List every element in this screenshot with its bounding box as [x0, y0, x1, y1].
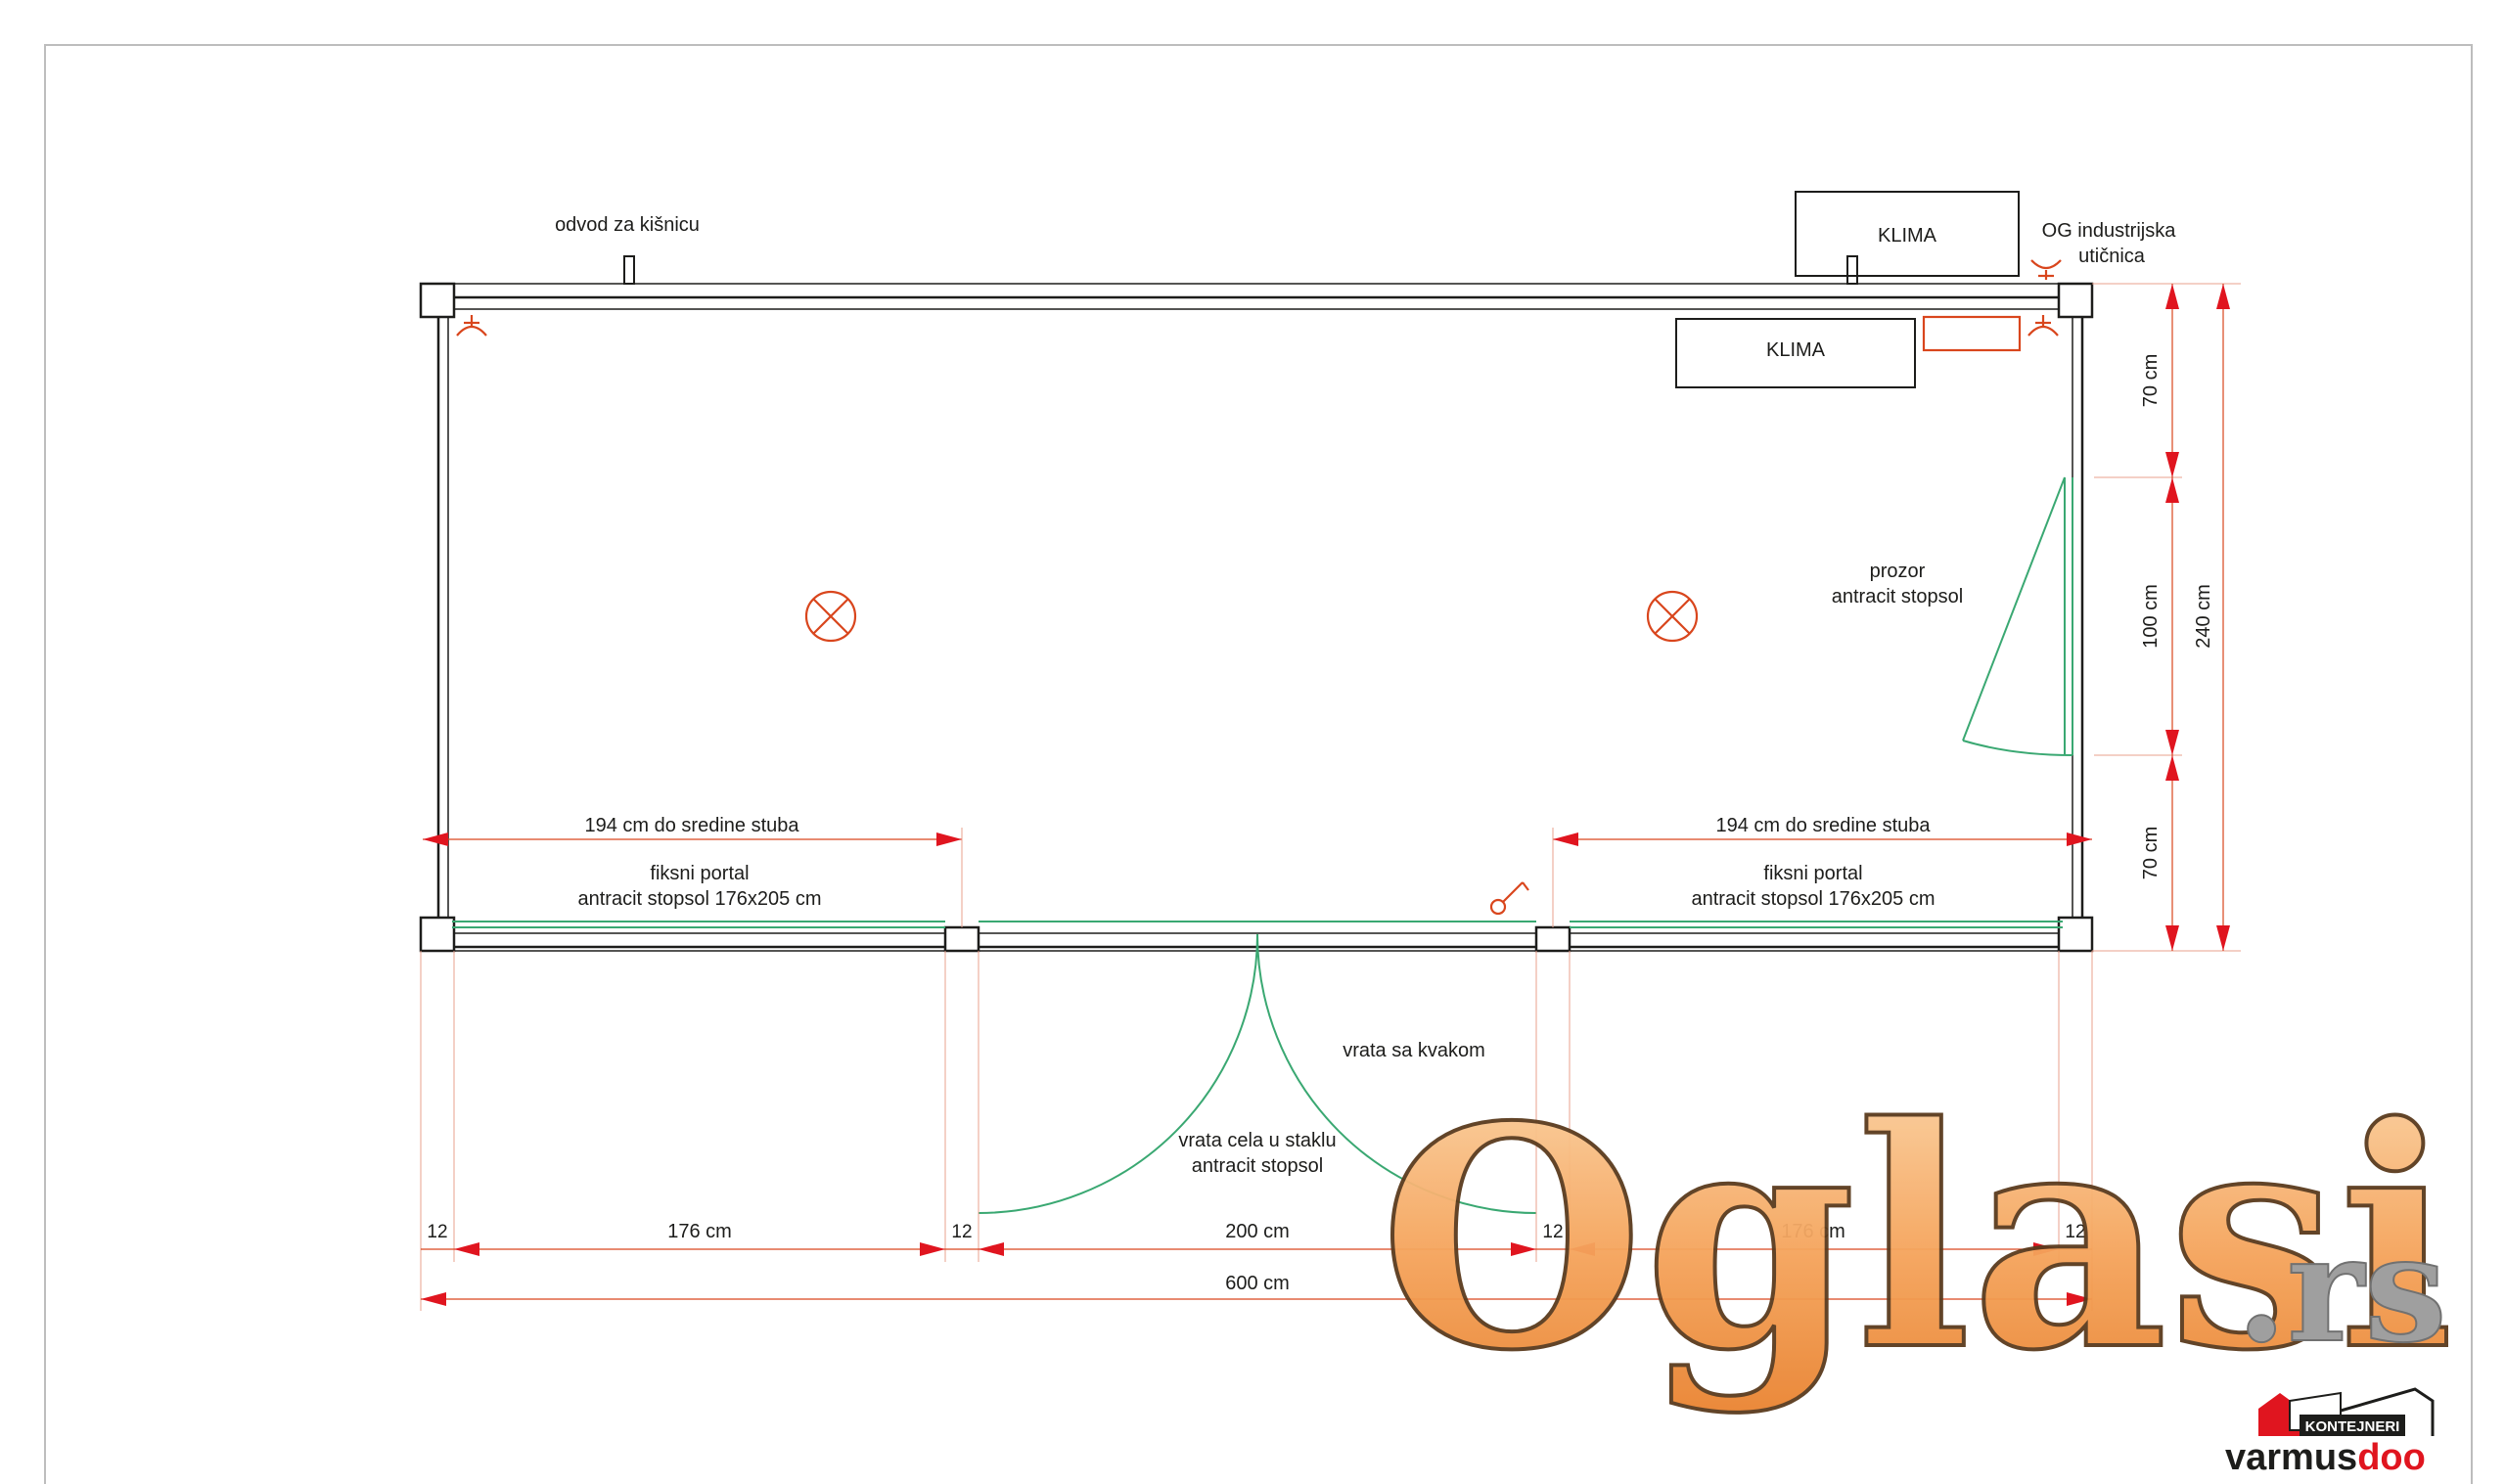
electrical-panel [1922, 315, 2022, 352]
bottom-total-dimension [421, 1292, 2092, 1306]
page-frame [44, 44, 2473, 1484]
right-pillar-dimension [1552, 828, 2092, 927]
bottom-dim-seg-1: 12 [427, 1222, 447, 1242]
left-portal-label-line2: antracit stopsol 176x205 cm [577, 888, 821, 910]
right-dim-top: 70 cm [2140, 354, 2162, 407]
door-glass-label-line2: antracit stopsol [1192, 1155, 1324, 1177]
watermark-suffix: .rs [2236, 1203, 2447, 1375]
bottom-dim-seg-2: 176 cm [667, 1221, 732, 1242]
left-pillar-dim-label: 194 cm do sredine stuba [584, 815, 799, 836]
industrial-socket-icon [2030, 259, 2062, 280]
door-handle-label: vrata sa kvakom [1343, 1040, 1485, 1061]
bottom-dim-seg-3: 12 [951, 1222, 972, 1242]
pillar-right [1534, 925, 1571, 953]
bottom-dim-seg-5: 12 [1542, 1222, 1563, 1242]
right-dimension-lines [2092, 283, 2241, 952]
ac-indoor-label: KLIMA [1766, 339, 1826, 361]
socket-icon [2027, 315, 2059, 337]
logo-badge: KONTEJNERI [2305, 1418, 2400, 1435]
corner-post-bl [419, 916, 456, 953]
ac-outdoor-label: KLIMA [1878, 225, 1937, 247]
bottom-dim-seg-7: 12 [2065, 1222, 2085, 1242]
pillar-left [943, 925, 980, 953]
front-glazing [452, 921, 2063, 1214]
window-label-line1: prozor [1870, 561, 1926, 582]
watermark-logo: Oglasi .rs [1378, 1059, 2456, 1419]
ac-connector-stub [1846, 255, 1858, 285]
company-logo: KONTEJNERI varmusdoo [2225, 1387, 2435, 1478]
right-dim-middle: 100 cm [2140, 584, 2162, 649]
socket-label-line1: OG industrijska [2042, 220, 2177, 242]
bottom-dim-seg-6: 176 cm [1781, 1221, 1845, 1242]
window-right-wall [1962, 476, 2073, 756]
bottom-segment-dimension [421, 1242, 2092, 1256]
left-pillar-dimension [423, 828, 963, 927]
light-switch-icon [1489, 881, 1529, 916]
watermark-text: Oglasi [1380, 1061, 2454, 1417]
container-walls [419, 255, 2094, 953]
corner-post-tl [419, 282, 456, 319]
ac-indoor-unit [1675, 318, 1916, 388]
corner-post-tr [2057, 282, 2094, 319]
ac-outdoor-unit [1795, 191, 2020, 277]
window-label-line2: antracit stopsol [1832, 586, 1964, 607]
bottom-dim-total: 600 cm [1225, 1273, 1290, 1294]
ceiling-light-icon [1646, 590, 1699, 643]
socket-label-line2: utičnica [2078, 246, 2146, 267]
right-portal-label-line1: fiksni portal [1763, 863, 1862, 884]
ceiling-light-icon [804, 590, 857, 643]
door-glass-label-line1: vrata cela u staklu [1178, 1130, 1336, 1151]
bottom-extension-lines [420, 951, 2093, 1311]
socket-icon [456, 315, 487, 337]
logo-name: varmusdoo [2225, 1437, 2426, 1478]
right-dim-bottom: 70 cm [2140, 827, 2162, 879]
corner-post-br [2057, 916, 2094, 953]
bottom-dim-seg-4: 200 cm [1225, 1221, 1290, 1242]
rain-drain-label: odvod za kišnicu [555, 214, 700, 236]
right-dim-total: 240 cm [2193, 584, 2214, 649]
left-portal-label-line1: fiksni portal [650, 863, 749, 884]
right-portal-label-line2: antracit stopsol 176x205 cm [1691, 888, 1935, 910]
right-pillar-dim-label: 194 cm do sredine stuba [1715, 815, 1931, 836]
rain-drain-stub [623, 255, 635, 285]
